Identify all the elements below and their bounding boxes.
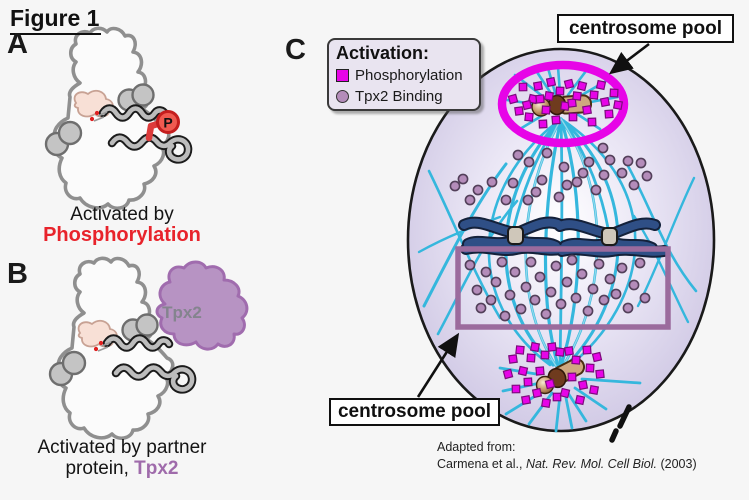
- centromere-right: [601, 227, 618, 246]
- panel-b-label: B: [7, 258, 28, 290]
- caption-a-line2: Phosphorylation: [43, 224, 201, 246]
- figure-title: Figure 1: [10, 5, 102, 35]
- panel-a-label: A: [7, 28, 28, 60]
- panel-a-caption: Activated by Phosphorylation: [16, 204, 228, 246]
- centrosome-pool-label-bottom: centrosome pool: [329, 398, 500, 426]
- tpx2-blob-label: Tpx2: [162, 303, 202, 322]
- tpx2-dots-lower: [464, 254, 651, 322]
- phosphate-circle: [156, 110, 180, 134]
- annotation-arrows: [416, 42, 650, 443]
- phospho-squares-bottom: [502, 341, 605, 408]
- caption-b-line1: Activated by partner: [37, 437, 207, 458]
- legend-item-tpx2-binding: Tpx2 Binding: [336, 86, 472, 107]
- tpx2-accent-text: Tpx2: [134, 458, 179, 479]
- citation-line1: Adapted from:: [437, 440, 516, 454]
- panel-a-protein: P: [46, 28, 188, 208]
- panel-c-label: C: [285, 34, 306, 66]
- activation-legend: Activation: Phosphorylation Tpx2 Binding: [327, 38, 481, 111]
- legend-item-phosphorylation: Phosphorylation: [336, 65, 472, 86]
- phosphorylation-swatch-icon: [336, 69, 349, 82]
- centrosome-pool-label-top: centrosome pool: [557, 14, 734, 43]
- dashed-mark: [609, 404, 632, 443]
- arrow-spindle-pool: [416, 332, 460, 398]
- tpx2-blob: [155, 260, 249, 351]
- caption-a-line1: Activated by: [70, 204, 174, 225]
- legend-title: Activation:: [336, 43, 430, 63]
- citation: Adapted from: Carmena et al., Nat. Rev. …: [437, 439, 697, 473]
- centrosome-ring: [497, 60, 629, 148]
- centromere-left: [507, 226, 524, 245]
- phosphate-label: P: [163, 115, 172, 131]
- spindle-pool-rectangle: [455, 246, 671, 330]
- phospho-squares-top: [507, 76, 624, 129]
- panel-b-caption: Activated by partner protein, Tpx2: [12, 437, 232, 479]
- tpx2-dots-upper: [449, 142, 653, 206]
- arrow-top-centrosome: [608, 42, 650, 75]
- caption-b-line2: protein, Tpx2: [65, 458, 179, 479]
- mitotic-cell: [406, 42, 716, 443]
- panel-b-protein: Tpx2: [50, 258, 249, 438]
- tpx2-binding-swatch-icon: [336, 90, 349, 103]
- citation-line2: Carmena et al., Nat. Rev. Mol. Cell Biol…: [437, 457, 697, 471]
